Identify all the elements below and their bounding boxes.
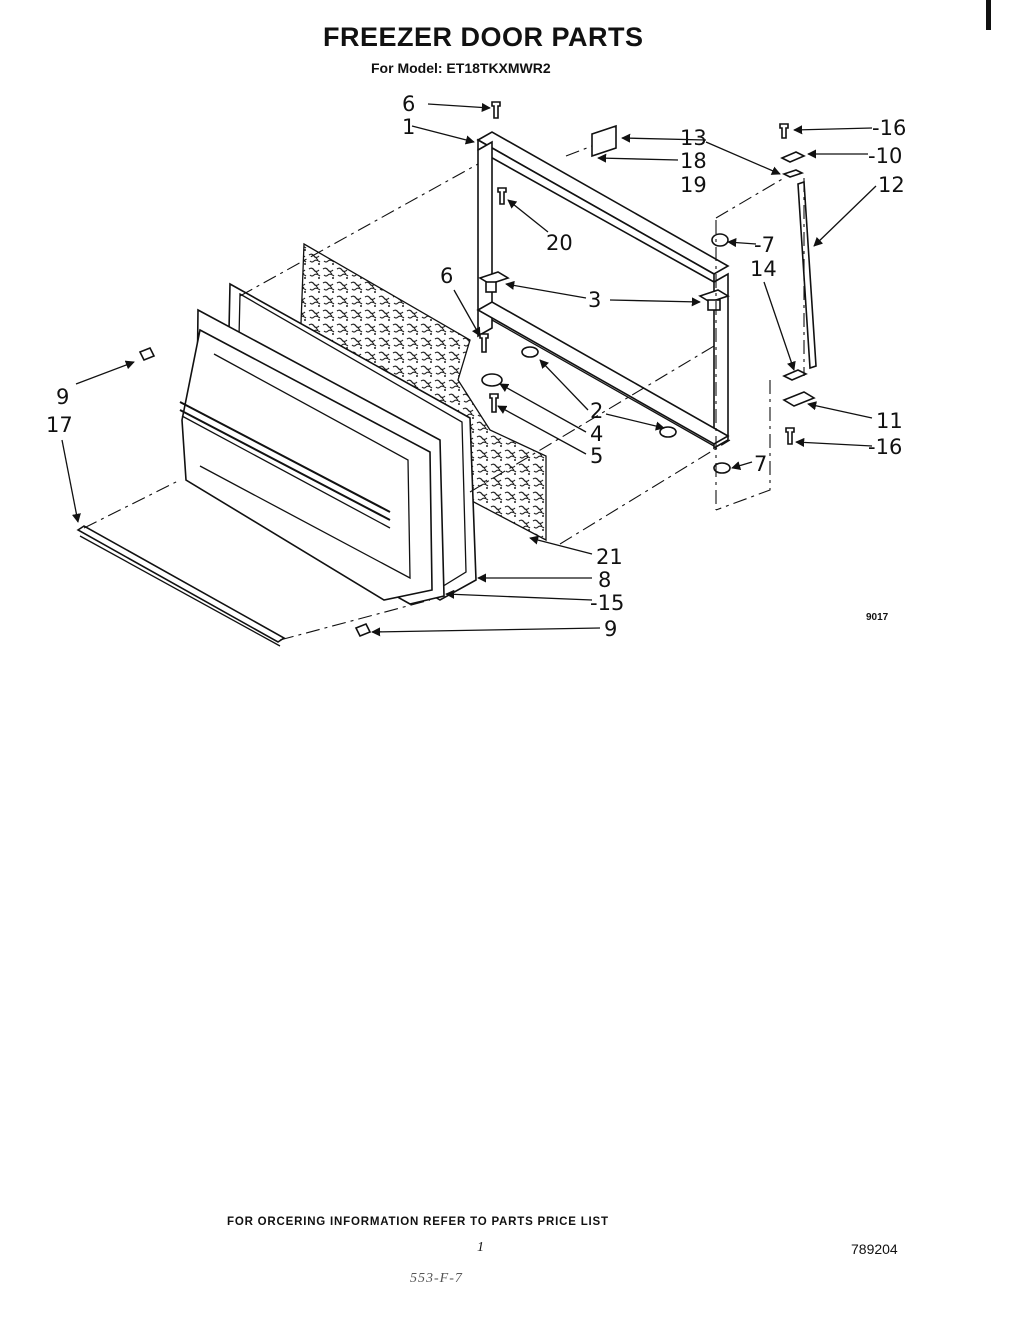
callout-label: 5 (590, 444, 603, 468)
callout-label: 7 (754, 452, 767, 476)
door-frame-part (476, 131, 730, 450)
ordering-note: FOR ORCERING INFORMATION REFER TO PARTS … (227, 1216, 609, 1228)
screw-part (138, 101, 795, 638)
callout-label: 13 (680, 126, 707, 150)
callout-label: -10 (868, 144, 902, 168)
callout-label: 11 (876, 409, 903, 433)
callout-label: 14 (750, 257, 777, 281)
callout-label: 2 (590, 399, 603, 423)
lower-hinge-part (782, 369, 816, 407)
callout-label: -15 (590, 591, 624, 615)
stop-washer-part (481, 233, 731, 474)
callout-label: 18 (680, 149, 707, 173)
assembly-guide-lines (83, 145, 805, 641)
callout-leader-lines (61, 102, 877, 637)
callout-label: 12 (878, 173, 905, 197)
callout-label: 4 (590, 422, 603, 446)
stamp-code: 553-F-7 (410, 1271, 463, 1286)
document-number: 789204 (851, 1241, 898, 1257)
callout-label: 3 (588, 288, 601, 312)
page-title: FREEZER DOOR PARTS (323, 22, 644, 52)
trim-strip-part (76, 525, 286, 643)
callout-label: 9 (56, 385, 69, 409)
model-subtitle: For Model: ET18TKXMWR2 (371, 60, 551, 76)
callout-label: -16 (872, 116, 906, 140)
callout-label: 8 (598, 568, 611, 592)
callout-label: 6 (402, 92, 415, 116)
callout-label: 20 (546, 231, 573, 255)
callout-label: 19 (680, 173, 707, 197)
inner-door-shelf-part (181, 328, 433, 601)
label-plate-part (591, 124, 617, 158)
hinge-bracket-part (478, 271, 730, 311)
figure-number: 9017 (866, 612, 889, 623)
page-number: 1 (477, 1240, 484, 1255)
callout-label: -16 (868, 435, 902, 459)
callout-label: 1 (402, 115, 415, 139)
callout-label: 17 (46, 413, 73, 437)
callout-label: 9 (604, 617, 617, 641)
callout-label: 21 (596, 545, 623, 569)
callout-label: 6 (440, 264, 453, 288)
callout-label: -7 (754, 233, 775, 257)
corner-registration-mark (986, 0, 991, 30)
handle-rod-part (780, 151, 817, 370)
